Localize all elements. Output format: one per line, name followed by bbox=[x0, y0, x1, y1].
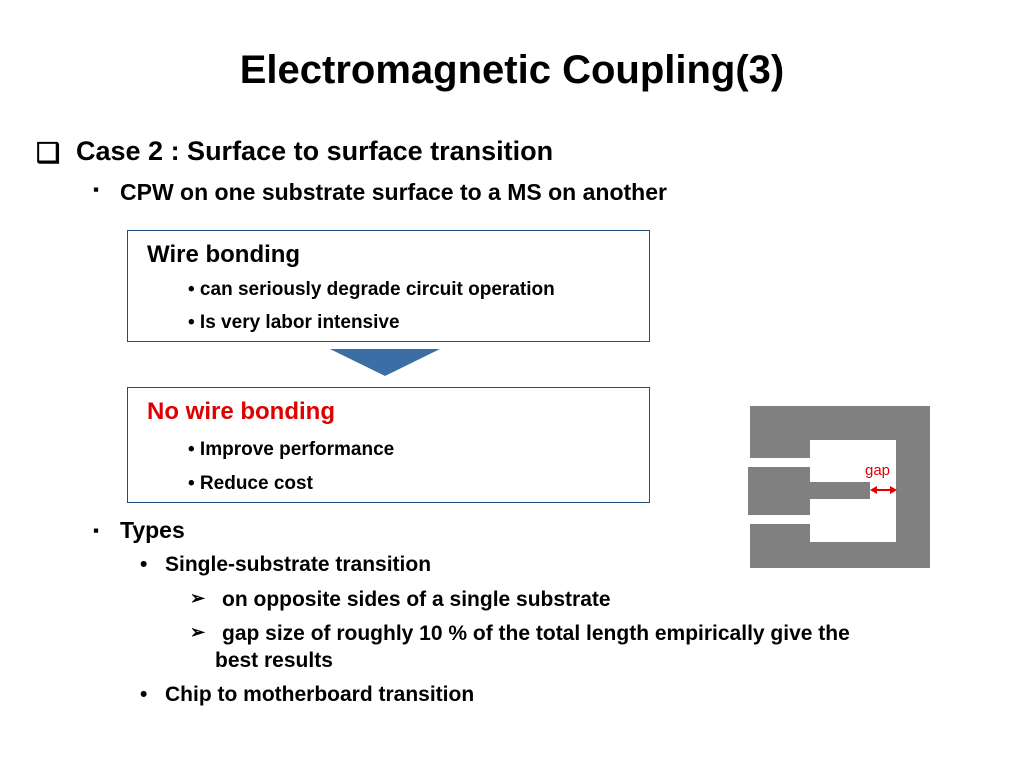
types-heading: Types bbox=[120, 517, 185, 543]
cpw-slot-upper bbox=[748, 458, 810, 467]
cpw-center-conductor bbox=[748, 467, 810, 515]
no-wire-bonding-item: • Improve performance bbox=[188, 439, 395, 460]
square-bullet: ▪ bbox=[93, 180, 100, 199]
single-substrate-point-continuation: best results bbox=[215, 649, 333, 672]
cpw-slot-lower bbox=[748, 515, 810, 524]
wire-bonding-item: • Is very labor intensive bbox=[188, 312, 400, 333]
gap-arrow-right-icon bbox=[890, 486, 897, 494]
wire-bonding-heading: Wire bonding bbox=[147, 241, 301, 268]
down-arrow-icon bbox=[330, 349, 440, 376]
transition-figure: gap bbox=[748, 406, 930, 568]
dot-bullet: • bbox=[140, 683, 148, 706]
page-title: Electromagnetic Coupling(3) bbox=[239, 48, 785, 92]
gap-label: gap bbox=[865, 462, 890, 479]
wire-bonding-item: • can seriously degrade circuit operatio… bbox=[188, 279, 555, 300]
microstrip-line bbox=[810, 482, 870, 499]
wire-bonding-box: Wire bonding • can seriously degrade cir… bbox=[127, 230, 650, 342]
gap-arrow-left-icon bbox=[870, 486, 877, 494]
square-bullet: ▪ bbox=[93, 521, 100, 540]
case-heading: Case 2 : Surface to surface transition bbox=[76, 136, 554, 166]
arrow-bullet: ➢ bbox=[190, 588, 206, 608]
single-substrate-point: gap size of roughly 10 % of the total le… bbox=[222, 622, 850, 645]
arrow-shape bbox=[330, 349, 440, 376]
no-wire-bonding-item: • Reduce cost bbox=[188, 473, 313, 494]
dot-bullet: • bbox=[140, 553, 148, 576]
case-subheading: CPW on one substrate surface to a MS on … bbox=[120, 179, 667, 205]
no-wire-bonding-heading: No wire bonding bbox=[147, 398, 335, 425]
no-wire-bonding-box: No wire bonding • Improve performance • … bbox=[127, 387, 650, 503]
checkbox-bullet: ❑ bbox=[36, 138, 61, 168]
arrow-bullet: ➢ bbox=[190, 622, 206, 642]
single-substrate-label: Single-substrate transition bbox=[165, 553, 432, 576]
chip-motherboard-label: Chip to motherboard transition bbox=[165, 683, 475, 706]
single-substrate-point: on opposite sides of a single substrate bbox=[222, 588, 611, 611]
